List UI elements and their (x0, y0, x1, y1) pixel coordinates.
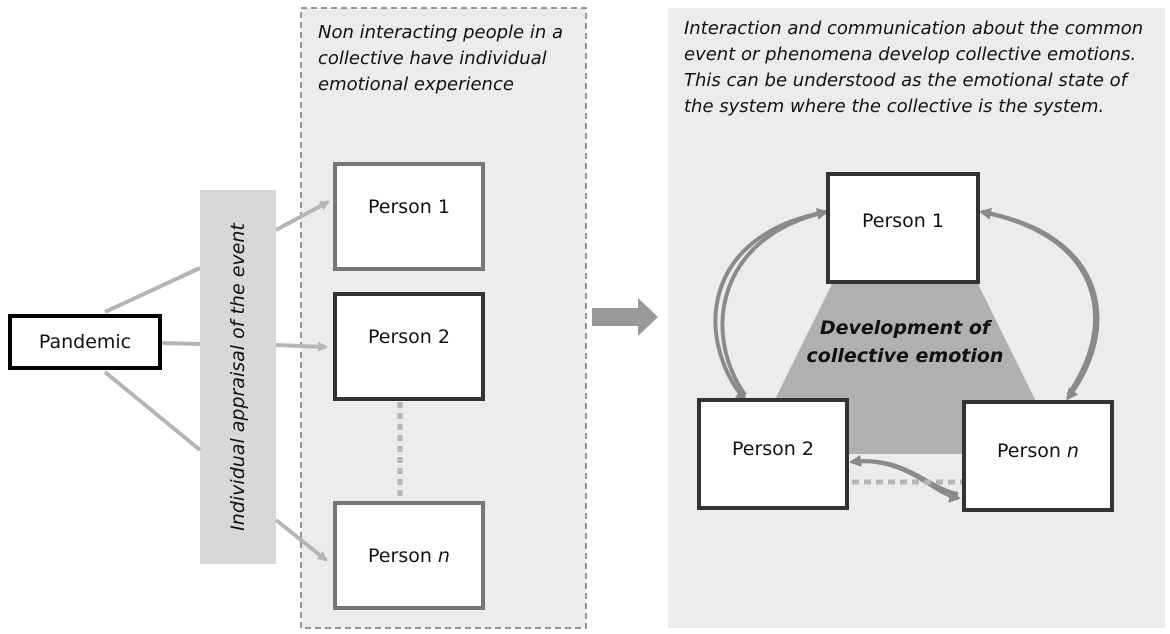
right-person2-label: Person 2 (732, 438, 814, 460)
triangle-label-line1: Development of (819, 317, 991, 339)
arrow-pandemic-to-personn (103, 370, 202, 452)
left-person2-label: Person 2 (368, 326, 450, 348)
transition-arrow (592, 298, 658, 336)
appraisal-band-label: Individual appraisal of the event (227, 223, 249, 531)
arrow-pandemic-to-person1 (104, 266, 201, 314)
arrow-pandemic-to-person2 (161, 341, 201, 346)
left-person2-box: Person 2 (333, 292, 485, 401)
right-personn-label: Person n (997, 440, 1079, 462)
left-panel-caption: Non interacting people in a collective h… (318, 22, 563, 95)
right-panel-caption: Interaction and communication about the … (684, 18, 1144, 117)
right-person1-label: Person 1 (862, 210, 944, 232)
arrow-pandemic-to-person1-cont (275, 200, 330, 232)
pandemic-label: Pandemic (38, 331, 132, 353)
appraisal-band (200, 190, 276, 564)
arrow-pandemic-to-personn-cont (274, 518, 328, 562)
left-person1-box: Person 1 (333, 162, 485, 271)
right-person1-box: Person 1 (826, 172, 980, 284)
arc-person2-person1 (720, 208, 829, 397)
arc-person1-person2 (713, 210, 827, 403)
right-person2-box: Person 2 (697, 398, 849, 510)
arrow-pandemic-to-person2-cont (275, 341, 328, 352)
pandemic-box: Pandemic (8, 314, 162, 370)
left-personn-label: Person n (368, 544, 450, 567)
arc-personn-person2 (849, 454, 959, 496)
triangle-label-line2: collective emotion (806, 345, 1004, 367)
triangle-label: Development of collective emotion (780, 314, 1030, 370)
left-personn-box: Person n (333, 501, 485, 610)
arc-personn-person1 (979, 207, 1098, 397)
left-person1-label: Person 1 (368, 196, 450, 218)
right-personn-box: Person n (962, 400, 1114, 512)
